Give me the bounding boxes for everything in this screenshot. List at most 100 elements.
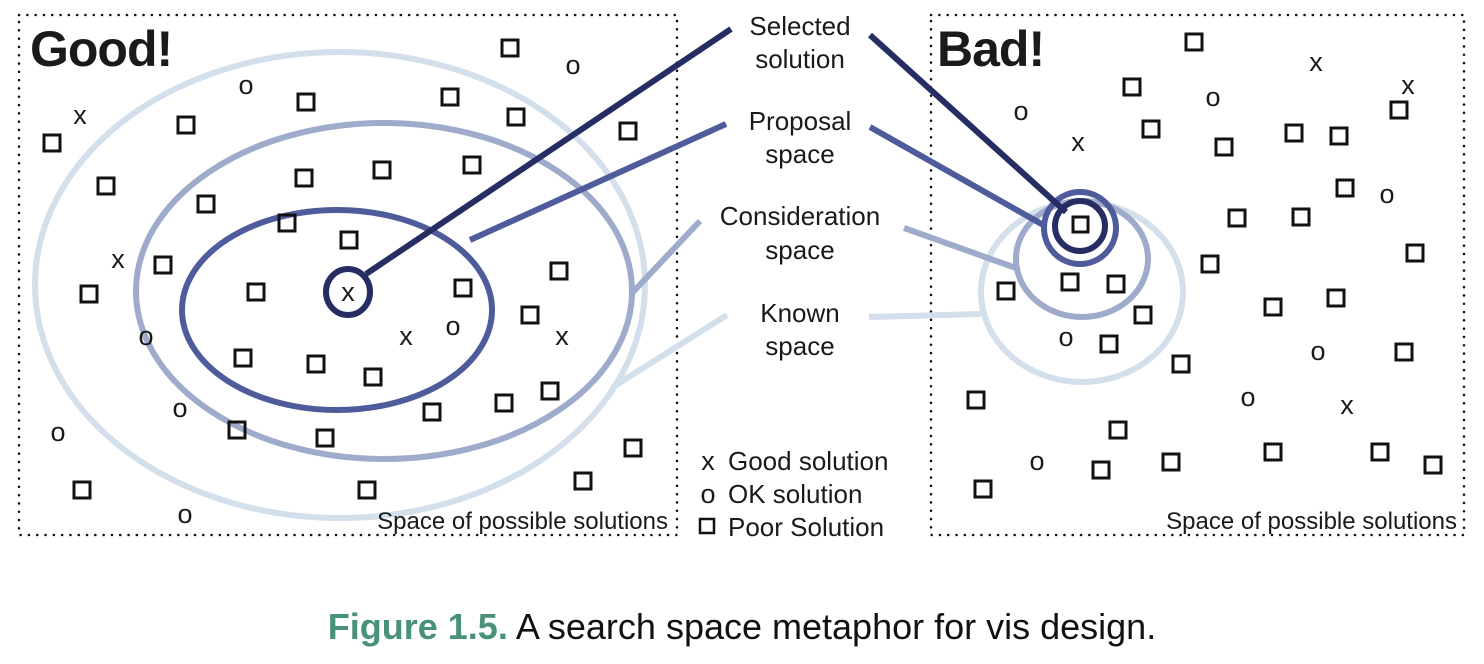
legend: x Good solution o OK solution Poor Solut… [698, 446, 888, 542]
bad-poor-solution-marker [1133, 305, 1153, 325]
leader-proposal-right [868, 124, 1047, 229]
bad-poor-solution-marker [1263, 297, 1283, 317]
good-poor-solution-marker [339, 230, 359, 250]
callout-known: Known space [760, 298, 840, 361]
good-panel-title: Good! [30, 21, 172, 77]
legend-ok-symbol: o [700, 479, 715, 509]
good-poor-solution-marker [72, 480, 92, 500]
leader-selected-right [867, 32, 1069, 215]
bad-good-solution-marker: x [1309, 47, 1323, 77]
bad-poor-solution-marker [1141, 119, 1161, 139]
good-proposal-space [179, 207, 495, 413]
good-selected-solution-marker: x [341, 277, 355, 307]
good-poor-solution-marker [549, 261, 569, 281]
bad-proposal-space [1041, 189, 1119, 267]
good-poor-solution-marker [306, 354, 326, 374]
good-panel-regions [32, 49, 648, 521]
good-poor-solution-marker [453, 278, 473, 298]
good-ok-solution-marker: o [238, 70, 253, 100]
bad-poor-solution-marker [1423, 455, 1443, 475]
good-ok-solution-marker: o [565, 50, 580, 80]
bad-good-solution-marker: x [1340, 390, 1354, 420]
good-known-space [32, 49, 648, 521]
bad-poor-solution-marker [1171, 354, 1191, 374]
legend-good-label: Good solution [728, 446, 888, 476]
bad-poor-solution-marker [1108, 420, 1128, 440]
bad-ok-solution-marker: o [1310, 336, 1325, 366]
good-poor-solution-marker [618, 121, 638, 141]
bad-poor-solution-marker [973, 479, 993, 499]
good-selected-ring [323, 266, 373, 318]
good-poor-solution-marker [506, 107, 526, 127]
bad-poor-solution-marker [1227, 208, 1247, 228]
leader-known-right [868, 311, 982, 320]
leader-known-left [611, 312, 729, 390]
good-poor-solution-marker [540, 381, 560, 401]
bad-poor-solution-marker [1263, 442, 1283, 462]
good-poor-solution-marker [294, 168, 314, 188]
bad-ok-solution-marker: o [1205, 82, 1220, 112]
bad-poor-solution-marker [1099, 334, 1119, 354]
good-poor-solution-marker [462, 155, 482, 175]
good-poor-solution-marker [440, 87, 460, 107]
callout-consideration-line1: Consideration [720, 201, 880, 231]
legend-poor-symbol [698, 517, 716, 535]
bad-ok-solution-marker: o [1013, 96, 1028, 126]
bad-poor-solution-marker [1326, 288, 1346, 308]
bad-good-solution-marker: x [1071, 127, 1085, 157]
bad-poor-solution-marker [1200, 254, 1220, 274]
bad-poor-solution-marker [1389, 100, 1409, 120]
good-poor-solution-marker [227, 420, 247, 440]
leader-selected-left [364, 26, 733, 277]
bad-poor-solution-marker [1184, 32, 1204, 52]
bad-poor-solution-marker [1106, 274, 1126, 294]
bad-poor-solution-marker [1335, 178, 1355, 198]
bad-poor-solution-marker [1060, 272, 1080, 292]
good-good-solution-marker: x [399, 321, 413, 351]
bad-poor-solution-marker [1284, 123, 1304, 143]
bad-poor-solution-marker [1394, 342, 1414, 362]
good-poor-solution-marker [363, 367, 383, 387]
bad-poor-solution-marker [966, 390, 986, 410]
good-poor-solution-marker [246, 282, 266, 302]
callout-proposal-line1: Proposal [749, 106, 852, 136]
callout-selected-line2: solution [755, 44, 845, 74]
good-good-solution-marker: x [73, 100, 87, 130]
good-poor-solution-marker [153, 255, 173, 275]
legend-poor-label: Poor Solution [728, 512, 884, 542]
figure-caption: Figure 1.5. A search space metaphor for … [0, 606, 1484, 648]
bad-ok-solution-marker: o [1240, 382, 1255, 412]
good-ok-solution-marker: o [50, 417, 65, 447]
figure-label: Figure 1.5. [327, 606, 508, 647]
good-poor-solution-marker [176, 115, 196, 135]
bad-space-label: Space of possible solutions [1166, 508, 1457, 535]
bad-ok-solution-marker: o [1029, 446, 1044, 476]
callout-selected: Selected solution [749, 11, 850, 74]
bad-good-solution-marker: x [1401, 70, 1415, 100]
callout-consideration: Consideration space [720, 201, 880, 265]
good-space-label: Space of possible solutions [377, 508, 668, 535]
good-good-solution-marker: x [555, 321, 569, 351]
callout-selected-line1: Selected [749, 11, 850, 41]
bad-panel-frame [929, 13, 1466, 537]
legend-good-symbol: x [701, 446, 715, 476]
good-poor-solution-marker [315, 428, 335, 448]
bad-poor-solution-marker [1329, 126, 1349, 146]
bad-poor-solution-marker [1214, 137, 1234, 157]
good-ok-solution-marker: o [138, 321, 153, 351]
good-poor-solution-marker [196, 194, 216, 214]
good-poor-solution-marker [42, 133, 62, 153]
bad-poor-solution-marker [1291, 207, 1311, 227]
good-ok-solution-marker: o [172, 393, 187, 423]
callout-proposal: Proposal space [749, 106, 852, 169]
good-poor-solution-marker [96, 176, 116, 196]
bad-ok-solution-marker: o [1379, 179, 1394, 209]
leader-proposal-left [468, 121, 728, 243]
good-poor-solution-marker [233, 348, 253, 368]
bad-poor-solution-marker [1370, 442, 1390, 462]
bad-poor-solution-marker [1091, 460, 1111, 480]
bad-poor-solution-marker [1161, 452, 1181, 472]
good-poor-solution-marker [277, 213, 297, 233]
